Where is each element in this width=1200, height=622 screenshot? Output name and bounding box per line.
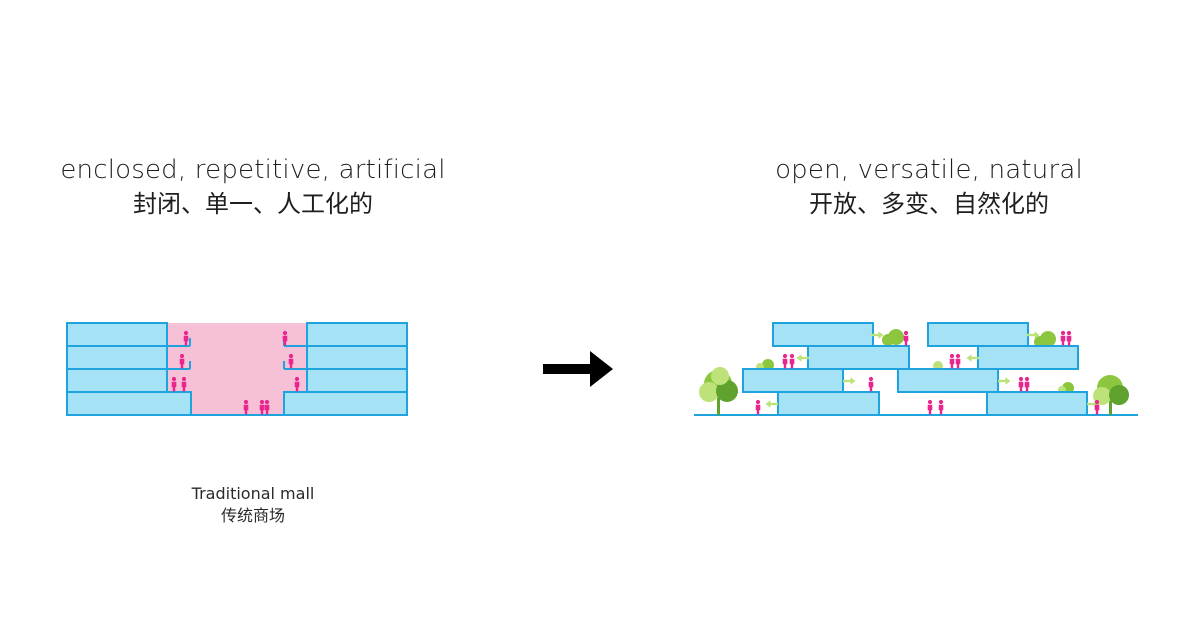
flow-arrow-icon [998, 377, 1011, 385]
person-icon [1094, 399, 1100, 415]
foliage [1109, 385, 1129, 405]
floor-block [807, 345, 910, 370]
person-icon [755, 399, 761, 415]
floor-block [986, 391, 1088, 416]
floor-block [306, 322, 408, 347]
person-icon [938, 399, 944, 415]
person-icon [949, 353, 955, 369]
floor-block [927, 322, 1029, 347]
traditional-mall-diagram [66, 322, 408, 416]
left-heading: enclosed, repetitive, artificial 封闭、单一、人… [53, 157, 453, 216]
right-title-en: open, versatile, natural [775, 155, 1083, 185]
floor-block [977, 345, 1079, 370]
left-title-zh: 封闭、单一、人工化的 [133, 190, 373, 218]
foliage [882, 334, 894, 346]
caption-en: Traditional mall [191, 484, 315, 503]
floor-block [777, 391, 880, 416]
right-title-zh: 开放、多变、自然化的 [809, 190, 1049, 218]
right-heading: open, versatile, natural 开放、多变、自然化的 [724, 157, 1134, 216]
person-icon [782, 353, 788, 369]
person-icon [927, 399, 933, 415]
tree-trunk [717, 395, 720, 415]
open-mall-diagram [694, 322, 1138, 416]
floor-block [66, 345, 168, 370]
flow-arrow-icon [765, 400, 778, 408]
flow-arrow-icon [843, 377, 856, 385]
floor-block [772, 322, 874, 347]
floor-block [66, 368, 168, 393]
floor-block [306, 368, 408, 393]
person-icon [1018, 376, 1024, 392]
person-icon [789, 353, 795, 369]
arrow-right-icon [543, 351, 613, 387]
left-title-en: enclosed, repetitive, artificial [60, 155, 446, 185]
tree-trunk [1109, 396, 1112, 415]
floor-block [742, 368, 844, 393]
floor-block [283, 391, 408, 416]
foliage [716, 380, 738, 402]
person-icon [903, 330, 909, 346]
floor-block [66, 322, 168, 347]
left-caption: Traditional mall 传统商场 [153, 483, 353, 527]
foliage [699, 382, 719, 402]
floor-block [897, 368, 999, 393]
foliage [711, 367, 729, 385]
person-icon [868, 376, 874, 392]
caption-zh: 传统商场 [220, 506, 285, 525]
person-icon [1060, 330, 1066, 346]
floor-block [66, 391, 192, 416]
person-icon [955, 353, 961, 369]
floor-block [306, 345, 408, 370]
person-icon [1024, 376, 1030, 392]
person-icon [1066, 330, 1072, 346]
